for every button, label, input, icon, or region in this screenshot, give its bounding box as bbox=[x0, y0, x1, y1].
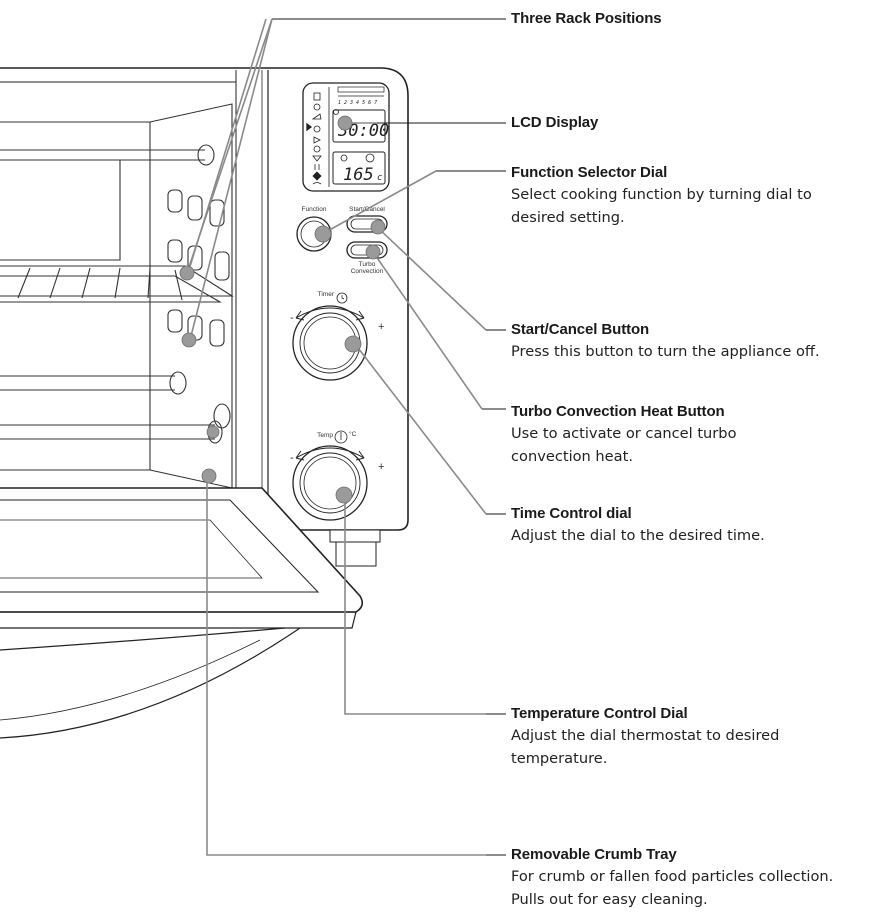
callout-desc: convection heat. bbox=[511, 448, 633, 465]
callout-title: Start/Cancel Button bbox=[511, 321, 650, 338]
callout-time-control: Time Control dial Adjust the dial to the… bbox=[511, 504, 876, 547]
lcd-scale: 1 2 3 4 5 6 7 bbox=[338, 100, 377, 106]
timer-plus: + bbox=[378, 321, 384, 333]
callout-title: LCD Display bbox=[511, 114, 599, 131]
callout-crumb-tray: Removable Crumb Tray For crumb or fallen… bbox=[511, 845, 876, 911]
oven-feet bbox=[329, 529, 381, 567]
callout-title: Time Control dial bbox=[511, 505, 632, 522]
callout-desc: For crumb or fallen food particles colle… bbox=[511, 868, 834, 885]
callout-title: Three Rack Positions bbox=[511, 10, 662, 27]
callout-desc: Press this button to turn the appliance … bbox=[511, 343, 820, 360]
turbo-convection-button bbox=[346, 241, 388, 259]
callout-rack-positions: Three Rack Positions bbox=[511, 9, 876, 29]
temp-dial bbox=[292, 445, 368, 521]
start-cancel-button bbox=[346, 215, 388, 233]
callout-desc: desired setting. bbox=[511, 209, 625, 226]
callout-title: Removable Crumb Tray bbox=[511, 846, 677, 863]
callout-desc: Pulls out for easy cleaning. bbox=[511, 891, 708, 908]
temp-label: Temp bbox=[317, 432, 333, 439]
callout-desc: Select cooking function by turning dial … bbox=[511, 186, 812, 203]
callout-lcd-display: LCD Display bbox=[511, 113, 876, 133]
callout-title: Temperature Control Dial bbox=[511, 705, 688, 722]
pointer-lines bbox=[186, 18, 487, 856]
timer-dial bbox=[292, 305, 368, 381]
callout-markers bbox=[179, 115, 386, 504]
function-label: Function bbox=[302, 206, 327, 213]
oven-body bbox=[0, 67, 409, 531]
temp-plus: + bbox=[378, 461, 384, 473]
oven-cavity bbox=[0, 103, 234, 489]
lcd-temp-unit: c bbox=[377, 173, 382, 183]
lcd-display bbox=[302, 82, 390, 192]
turbo-label-2: Convection bbox=[351, 268, 384, 275]
callout-turbo-convection: Turbo Convection Heat Button Use to acti… bbox=[511, 402, 876, 468]
timer-label: Timer bbox=[318, 291, 335, 298]
temp-unit-label: °C bbox=[349, 430, 357, 438]
leader-lines bbox=[272, 18, 506, 856]
timer-minus: - bbox=[290, 312, 294, 324]
callout-temperature-control: Temperature Control Dial Adjust the dial… bbox=[511, 704, 876, 770]
callout-desc: Adjust the dial thermostat to desired bbox=[511, 727, 780, 744]
callout-title: Turbo Convection Heat Button bbox=[511, 403, 725, 420]
callout-desc: temperature. bbox=[511, 750, 608, 767]
callout-desc: Adjust the dial to the desired time. bbox=[511, 527, 765, 544]
callout-function-selector: Function Selector Dial Select cooking fu… bbox=[511, 163, 876, 229]
oven-door bbox=[0, 487, 364, 739]
lcd-temp: 165 bbox=[343, 165, 374, 185]
control-panel bbox=[292, 82, 390, 521]
callout-desc: Use to activate or cancel turbo bbox=[511, 425, 737, 442]
turbo-label-1: Turbo bbox=[359, 261, 376, 268]
callout-start-cancel: Start/Cancel Button Press this button to… bbox=[511, 320, 876, 363]
temp-minus: - bbox=[290, 452, 294, 464]
callout-title: Function Selector Dial bbox=[511, 164, 668, 181]
